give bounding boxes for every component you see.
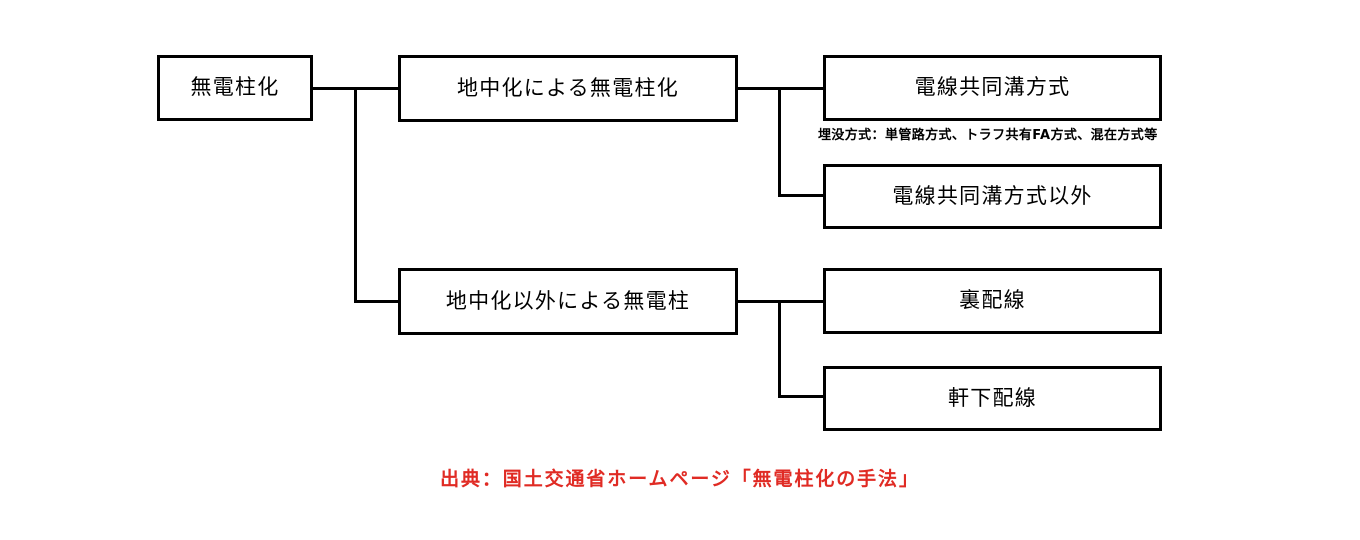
- node-leaf-common-duct: 電線共同溝方式: [823, 55, 1162, 121]
- connector-branch-b-out: [738, 300, 781, 303]
- connector-branch-b-to-leaf-2: [778, 395, 824, 398]
- node-leaf-common-duct-label: 電線共同溝方式: [914, 75, 1071, 100]
- node-leaf-rear-wiring-label: 裏配線: [959, 288, 1026, 313]
- connector-branch-a-vertical: [778, 87, 781, 197]
- source-citation: 出典：国土交通省ホームページ「無電柱化の手法」: [440, 468, 920, 490]
- connector-root-trunk-vertical: [354, 87, 357, 303]
- node-branch-underground-label: 地中化による無電柱化: [457, 75, 679, 100]
- annotation-burial-methods: 埋没方式：単管路方式、トラフ共有FA方式、混在方式等: [818, 128, 1158, 143]
- node-branch-non-underground: 地中化以外による無電柱: [398, 268, 738, 335]
- node-root-label: 無電柱化: [190, 75, 280, 100]
- node-root: 無電柱化: [157, 55, 313, 121]
- connector-branch-b-vertical: [778, 300, 781, 398]
- connector-branch-a-to-leaf-2: [778, 194, 824, 197]
- connector-root-to-branch-a: [354, 87, 399, 90]
- connector-root-to-branch-b: [354, 300, 399, 303]
- node-branch-underground: 地中化による無電柱化: [398, 55, 738, 122]
- node-leaf-eaves-wiring: 軒下配線: [823, 366, 1162, 431]
- node-branch-non-underground-label: 地中化以外による無電柱: [445, 288, 691, 313]
- node-leaf-eaves-wiring-label: 軒下配線: [947, 385, 1038, 410]
- connector-root-out: [313, 87, 356, 90]
- connector-branch-a-to-leaf-1: [778, 87, 824, 90]
- connector-branch-b-to-leaf-1: [778, 300, 824, 303]
- node-leaf-rear-wiring: 裏配線: [823, 268, 1162, 334]
- node-leaf-other-than-common-duct: 電線共同溝方式以外: [823, 164, 1162, 229]
- connector-branch-a-out: [738, 87, 781, 90]
- node-leaf-other-than-common-duct-label: 電線共同溝方式以外: [892, 183, 1093, 208]
